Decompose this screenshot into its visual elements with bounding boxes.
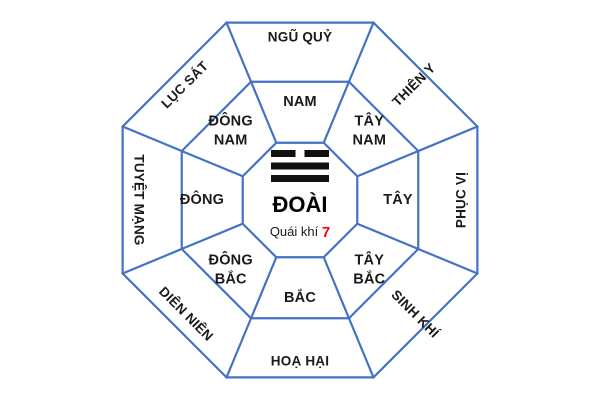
inner-ring-spoke — [322, 80, 351, 145]
outer-cell-top-right: THIÊN Y — [389, 60, 438, 109]
outer-ring-spoke — [121, 247, 184, 275]
outer-ring-spoke — [225, 21, 253, 84]
center-subtitle: Quái khí 7 — [270, 224, 330, 241]
quai-khi-value: 7 — [322, 224, 330, 241]
doai-trigram-icon — [271, 150, 329, 182]
inner-cell-bottom: BẮC — [284, 288, 316, 306]
outer-ring-spoke — [347, 21, 375, 84]
outer-cell-right: PHỤC VỊ — [454, 172, 469, 228]
inner-ring-spoke — [180, 149, 245, 178]
outer-ring-spoke — [121, 125, 184, 153]
inner-ring-spoke — [249, 80, 278, 145]
inner-cell-right: TÂY — [383, 190, 413, 208]
trigram-line-broken — [271, 150, 296, 157]
outer-cell-bottom: HOẠ HẠI — [271, 354, 329, 369]
inner-ring-spoke — [355, 222, 420, 251]
inner-ring-spoke — [249, 255, 278, 320]
inner-ring-spoke — [180, 222, 245, 251]
center-trigram-name: ĐOÀI — [273, 192, 328, 217]
trigram-line-solid — [271, 175, 329, 182]
outer-cell-top-left: LỤC SÁT — [158, 58, 211, 111]
trigram-line-solid — [271, 162, 329, 170]
trigram-line-broken — [304, 150, 329, 157]
inner-ring-spoke — [322, 255, 351, 320]
quai-khi-label: Quái khí — [270, 224, 322, 239]
outer-ring-spoke — [416, 125, 479, 153]
outer-cell-top: NGŨ QUỶ — [268, 30, 332, 45]
inner-cell-top: NAM — [283, 94, 317, 110]
outer-ring-spoke — [225, 316, 253, 379]
inner-ring-spoke — [355, 149, 420, 178]
outer-cell-bottom-right: SINH KHÍ — [388, 287, 442, 341]
outer-cell-bottom-left: DIÊN NIÊN — [156, 284, 216, 344]
outer-ring-spoke — [416, 247, 479, 275]
inner-cell-left: ĐÔNG — [180, 190, 224, 208]
outer-ring-spoke — [347, 316, 375, 379]
octagon-grid — [121, 21, 479, 379]
outer-cell-left: TUYỆT MẠNG — [131, 154, 146, 245]
